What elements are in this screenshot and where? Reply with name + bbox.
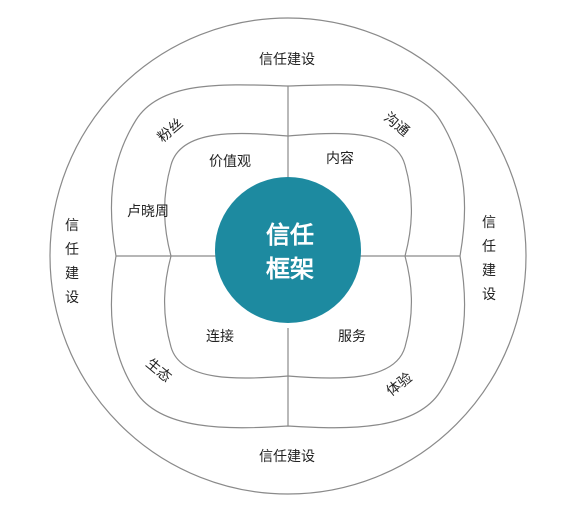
middle-label-top-left: 粉丝 xyxy=(155,116,187,146)
center-circle xyxy=(215,177,361,323)
middle-label-bottom-left: 生态 xyxy=(142,356,174,386)
outer-label-left-char: 任 xyxy=(65,242,79,258)
outer-label-right-char: 设 xyxy=(482,287,496,303)
outer-label-right-char: 任 xyxy=(482,239,496,255)
inner-label-top-right: 内容 xyxy=(326,150,354,167)
outer-label-top: 信任建设 xyxy=(259,52,315,68)
middle-label-top-right: 沟通 xyxy=(380,110,412,140)
outer-label-left-char: 信 xyxy=(65,218,79,234)
outer-label-right-char: 信 xyxy=(482,215,496,231)
outer-label-bottom: 信任建设 xyxy=(259,449,315,465)
middle-label-left: 卢晓周 xyxy=(127,204,169,220)
inner-label-bottom-left: 连接 xyxy=(206,328,234,345)
inner-label-top-left: 价值观 xyxy=(209,154,251,170)
outer-label-left-char: 设 xyxy=(65,290,79,306)
outer-label-left-char: 建 xyxy=(65,266,79,282)
center-label-line2: 框架 xyxy=(266,255,314,283)
outer-label-right-char: 建 xyxy=(482,263,496,279)
inner-label-bottom-right: 服务 xyxy=(338,329,366,345)
middle-label-bottom-right: 体验 xyxy=(384,370,416,400)
center-label-line1: 信任 xyxy=(266,221,314,249)
outer-circle xyxy=(49,17,527,495)
